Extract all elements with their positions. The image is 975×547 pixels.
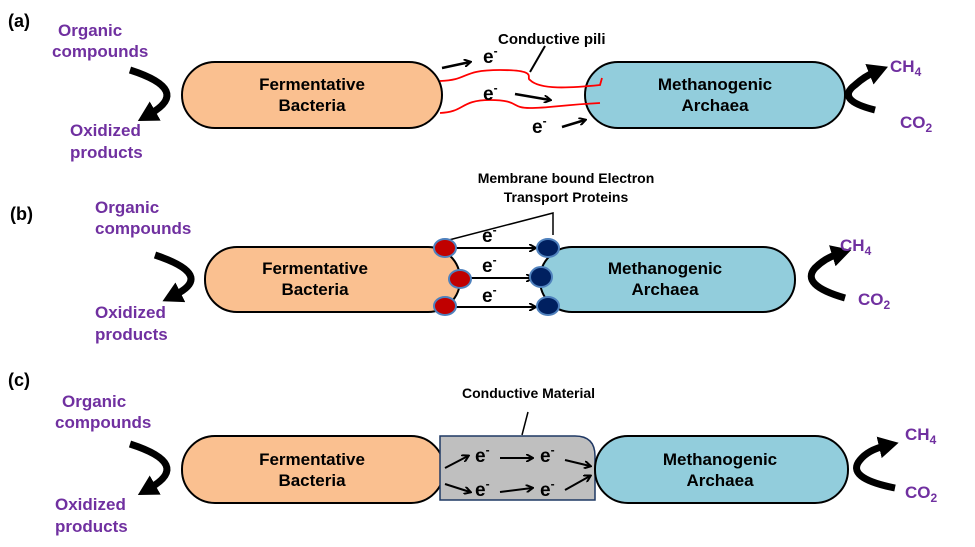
connector-label: Conductive Material [462, 385, 595, 401]
ch4-label: CH4 [905, 425, 937, 447]
curved-arrow-icon [807, 245, 852, 302]
fermentative-bacteria-cell [181, 61, 443, 129]
methanogenic-archaea-cell [594, 435, 849, 504]
acceptor-proteins [529, 238, 560, 316]
electron-label: e- [483, 81, 498, 105]
ch4-label: CH4 [890, 57, 922, 79]
red-protein-icon [448, 269, 472, 289]
ch4-label: CH4 [840, 236, 872, 258]
arrow-icon [564, 459, 590, 466]
curved-arrow-icon [853, 436, 899, 492]
panel-tag: (a) [8, 11, 30, 31]
electron-label: e- [540, 477, 555, 501]
electron-arrows [444, 456, 590, 493]
electron-label: e- [482, 283, 497, 307]
arrow-icon [444, 456, 468, 469]
arrow-icon [514, 92, 550, 100]
callout-line [521, 411, 529, 436]
electron-label: e- [475, 477, 490, 501]
donor-proteins [433, 238, 472, 316]
curved-arrow-icon [128, 66, 171, 121]
red-protein-icon [433, 238, 457, 258]
blue-protein-icon [536, 238, 560, 258]
arrow-icon [441, 62, 470, 70]
electron-label: e- [540, 443, 555, 467]
connector-label: Conductive pili [498, 31, 606, 48]
electron-label: e- [483, 44, 498, 68]
co2-label: CO2 [905, 483, 938, 505]
callout-line [444, 212, 554, 242]
electron-label: e- [482, 253, 497, 277]
callout-line [529, 45, 546, 73]
blue-protein-icon [529, 266, 553, 288]
arrow-icon [499, 488, 532, 493]
electron-label: e- [532, 114, 547, 138]
curved-arrow-icon [128, 440, 171, 495]
blue-protein-icon [536, 296, 560, 316]
electron-label: e- [482, 223, 497, 247]
panel-tag: (b) [10, 204, 33, 224]
co2-label: CO2 [858, 290, 891, 312]
red-protein-icon [433, 296, 457, 316]
curved-arrow-icon [844, 64, 888, 114]
conductive-material-block [439, 435, 596, 501]
curved-arrow-icon [153, 251, 195, 303]
arrow-icon [444, 483, 470, 492]
arrow-icon [561, 120, 585, 129]
conductive-pilus [439, 99, 601, 114]
co2-label: CO2 [900, 113, 933, 135]
electron-label: e- [475, 443, 490, 467]
panel-tag: (c) [8, 370, 30, 390]
fermentative-bacteria-cell [181, 435, 445, 504]
arrow-icon [564, 476, 590, 491]
conductive-pilus [439, 69, 603, 89]
methanogenic-archaea-cell [584, 61, 846, 129]
